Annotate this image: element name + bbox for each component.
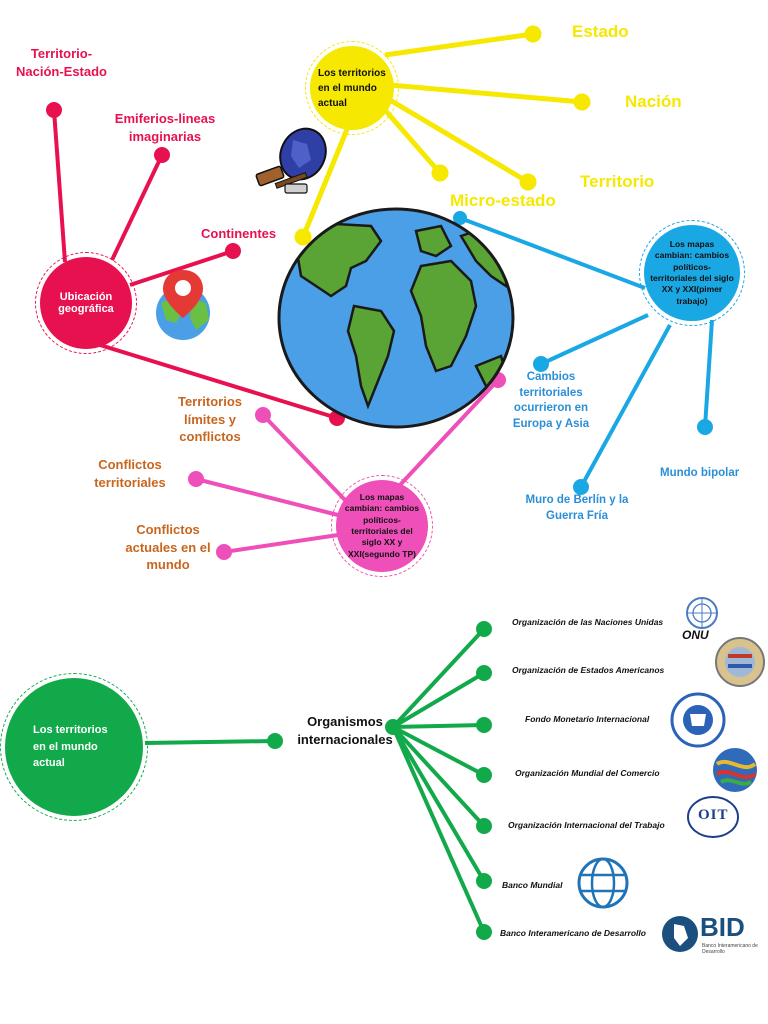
node-conflictos-actuales: Conflictos actuales en el mundo bbox=[125, 522, 211, 573]
org-fmi-label: Fondo Monetario Internacional bbox=[525, 714, 650, 724]
node-mundo-bipolar: Mundo bipolar bbox=[660, 467, 740, 479]
node-micro-estado: Micro-estado bbox=[450, 191, 556, 210]
un-logo-text: ONU bbox=[682, 628, 709, 642]
org-oit-label: Organización Internacional del Trabajo bbox=[508, 820, 665, 830]
hub-mapas-segundo-tp: Los mapas cambian: cambios políticos-ter… bbox=[331, 475, 433, 577]
idb-logo-icon: BID Banco Interamericano de Desarrollo bbox=[660, 912, 760, 960]
hub-territorios-mundo-actual: Los territorios en el mundo actual bbox=[305, 41, 399, 135]
org-omc-label: Organización Mundial del Comercio bbox=[515, 768, 660, 778]
location-pin-icon bbox=[156, 270, 210, 340]
org-onu-label: Organización de las Naciones Unidas bbox=[512, 617, 664, 627]
hub-ubicacion-label: Ubicación geográfica bbox=[58, 291, 114, 315]
hub-territorios-2-label: Los territorios en el mundo actual bbox=[33, 724, 108, 770]
node-nacion: Nación bbox=[625, 92, 682, 111]
node-cambios-territoriales: Cambios territoriales ocurrieron en Euro… bbox=[512, 371, 590, 430]
earth-globe-icon bbox=[277, 207, 515, 429]
node-territorio: Territorio bbox=[580, 172, 655, 191]
org-bm-label: Banco Mundial bbox=[502, 880, 563, 890]
ilo-logo-text: OIT bbox=[698, 807, 729, 823]
idb-logo-subtext: Banco Interamericano de Desarrollo bbox=[702, 943, 758, 955]
hub-mapas-primer-label: Los mapas cambian: cambios políticos-ter… bbox=[650, 238, 734, 306]
imf-seal-icon bbox=[670, 692, 726, 748]
node-muro-berlin: Muro de Berlín y la Guerra Fría bbox=[525, 494, 629, 522]
node-territorio-nacion-estado: Territorio-Nación-Estado bbox=[15, 46, 107, 79]
idb-logo-text: BID bbox=[700, 912, 745, 942]
node-emiferios: Emiferios-lineas imaginarias bbox=[114, 111, 216, 144]
oas-seal-icon bbox=[715, 637, 765, 687]
node-territorios-limites: Territorios límites y conflictos bbox=[177, 394, 243, 445]
hub-ubicacion-geografica: Ubicación geográfica bbox=[35, 252, 137, 354]
wto-logo-icon bbox=[713, 748, 757, 792]
hub-mapas-segundo-label: Los mapas cambian: cambios políticos-ter… bbox=[344, 491, 420, 559]
org-bid-label: Banco Interamericano de Desarrollo bbox=[500, 928, 646, 938]
node-conflictos-territoriales: Conflictos territoriales bbox=[94, 457, 166, 490]
hub-territorios-label: Los territorios en el mundo actual bbox=[318, 67, 386, 109]
node-continentes: Continentes bbox=[201, 226, 277, 241]
org-oea-label: Organización de Estados Americanos bbox=[512, 665, 665, 675]
un-emblem-icon: ONU bbox=[678, 596, 726, 644]
gavel-globe-icon bbox=[255, 127, 327, 194]
hub-territorios-mundo-actual-2: Los territorios en el mundo actual bbox=[0, 673, 148, 821]
hub-mapas-primer-trabajo: Los mapas cambian: cambios políticos-ter… bbox=[639, 220, 745, 326]
node-organismos-internacionales: Organismos internacionales bbox=[297, 714, 393, 747]
ilo-logo-icon: OIT bbox=[686, 795, 740, 839]
node-estado: Estado bbox=[572, 22, 629, 41]
world-bank-globe-icon bbox=[577, 857, 629, 909]
